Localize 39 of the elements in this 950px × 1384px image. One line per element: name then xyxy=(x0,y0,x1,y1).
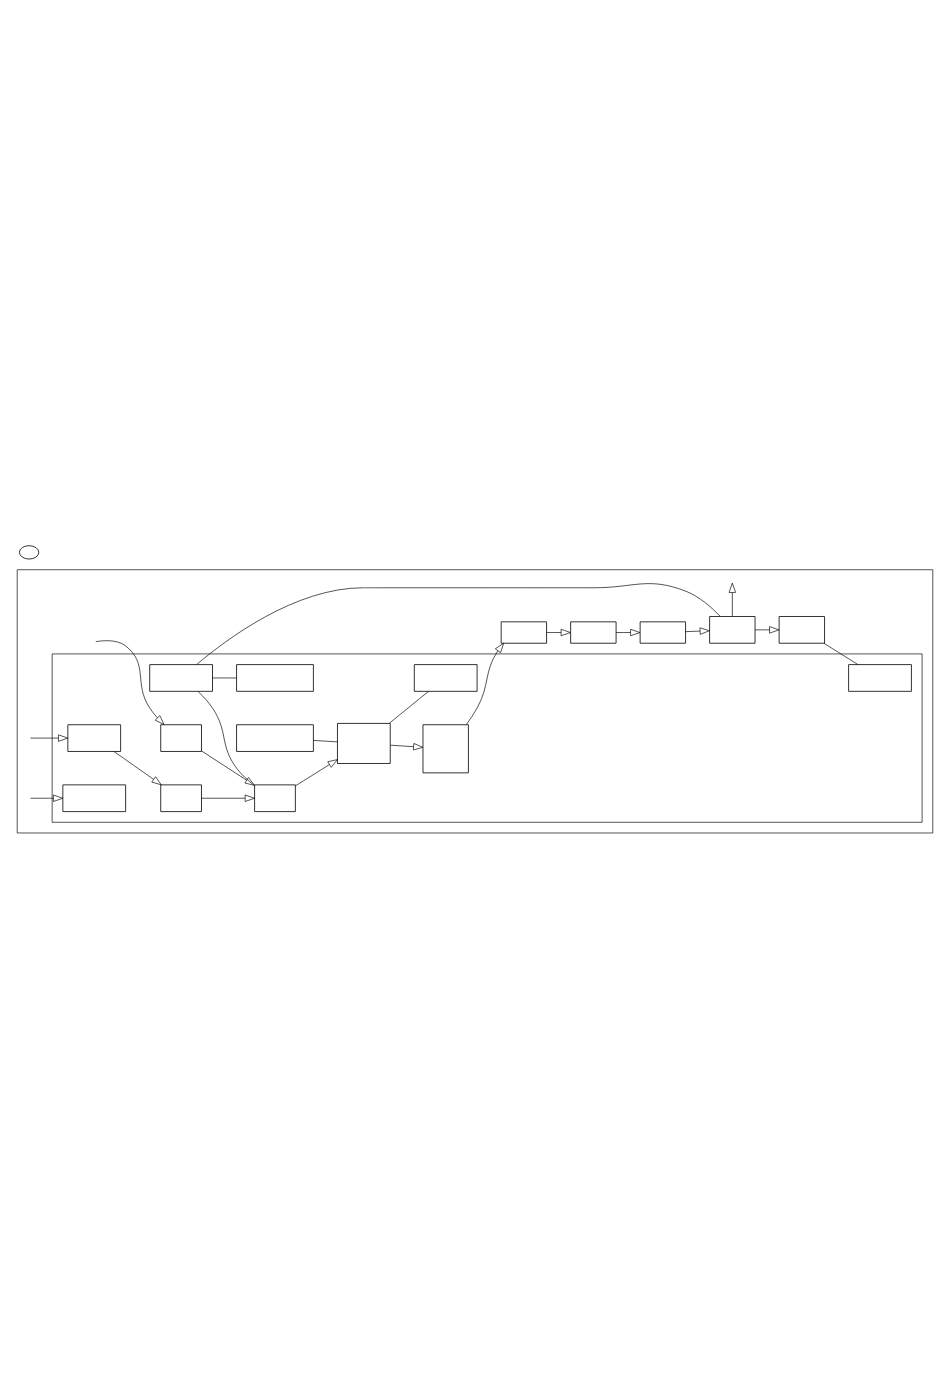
arrow xyxy=(728,582,736,617)
node-box xyxy=(254,784,296,812)
connector xyxy=(389,691,429,724)
node-box xyxy=(570,621,617,644)
arrow xyxy=(201,794,255,802)
node-box xyxy=(149,664,213,692)
arrow xyxy=(201,750,255,786)
arrow xyxy=(546,628,571,637)
node-box xyxy=(778,616,825,644)
node-box xyxy=(236,724,314,752)
node-box xyxy=(639,621,686,644)
node-box xyxy=(67,724,122,752)
node-box xyxy=(413,664,478,692)
connector xyxy=(212,677,237,679)
connector xyxy=(823,642,859,665)
node-box xyxy=(236,664,314,692)
arrow xyxy=(685,627,710,635)
node-box xyxy=(160,724,202,752)
arrow xyxy=(615,628,641,637)
connector xyxy=(196,583,721,665)
node-box xyxy=(160,784,202,812)
arrow xyxy=(113,751,162,786)
arrow xyxy=(95,640,165,725)
arrow xyxy=(390,743,424,751)
node-circle xyxy=(19,545,40,560)
cluster xyxy=(16,569,934,834)
node-box xyxy=(500,621,547,644)
node-box xyxy=(62,784,127,812)
arrow xyxy=(30,734,69,742)
node-box xyxy=(848,664,912,692)
arrow xyxy=(754,626,780,634)
arrow xyxy=(466,643,504,725)
arrow xyxy=(30,794,64,802)
node-box xyxy=(709,616,756,644)
node-box xyxy=(337,723,391,764)
arrow xyxy=(295,759,338,787)
connector xyxy=(313,740,338,743)
connector xyxy=(197,691,255,786)
node-box xyxy=(422,724,469,774)
